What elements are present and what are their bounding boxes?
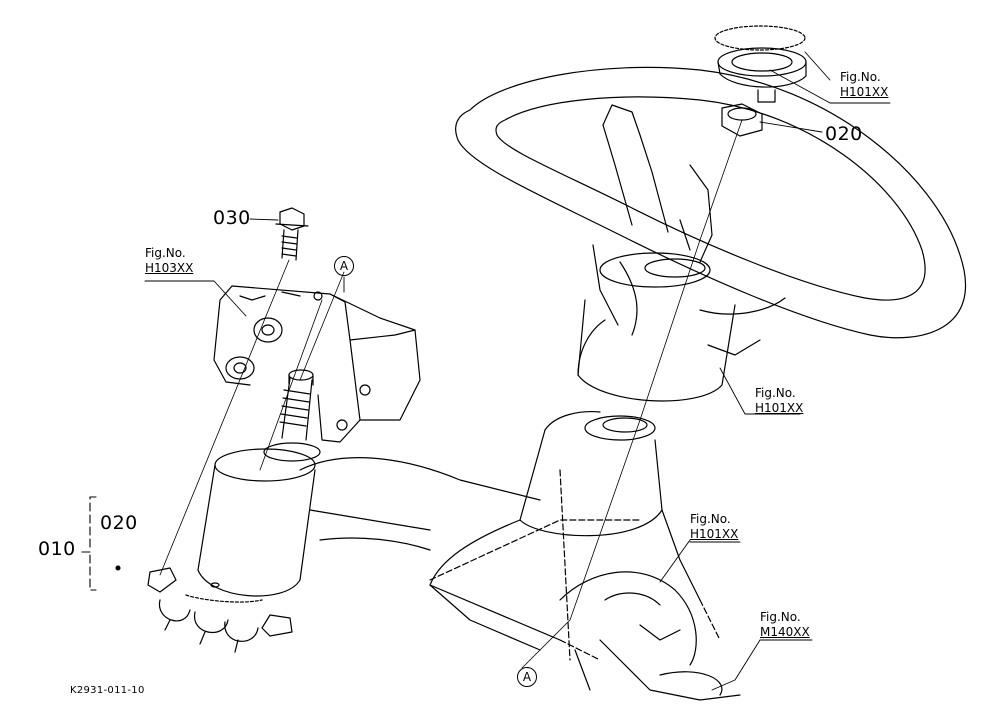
reference-mark-bottom: A (517, 667, 537, 687)
power-steering-unit (147, 369, 321, 653)
wheel-hub (577, 252, 786, 402)
horn-cap (714, 25, 807, 103)
fig-ref-column: Fig.No. H101XX (690, 512, 738, 542)
fig-caption: Fig.No. (755, 386, 796, 400)
fig-number: H101XX (755, 401, 804, 415)
label-part-020-nut: 020 (825, 123, 863, 145)
mounting-bracket (213, 285, 421, 443)
reference-mark-top: A (334, 256, 354, 276)
bolt-030 (275, 207, 309, 261)
fig-number: H101XX (840, 85, 889, 99)
fig-number: H103XX (145, 261, 194, 275)
fig-ref-wheel-hub: Fig.No. H101XX (755, 386, 803, 416)
drawing-id: K2931-011-10 (70, 685, 145, 696)
leader-lines (144, 51, 891, 691)
assembly-lines (159, 259, 345, 576)
steering-column (429, 410, 701, 641)
fig-caption: Fig.No. (760, 610, 801, 624)
center-line (529, 119, 743, 661)
column-base (299, 457, 741, 701)
steering-wheel (455, 66, 967, 339)
fig-ref-steering-cap: Fig.No. H101XX (840, 70, 888, 100)
fig-caption: Fig.No. (690, 512, 731, 526)
label-part-020: 020 (100, 512, 138, 534)
fig-number: H101XX (690, 527, 739, 541)
label-part-030: 030 (213, 207, 251, 229)
fig-number: M140XX (760, 625, 810, 639)
fig-ref-base: Fig.No. M140XX (760, 610, 810, 640)
hidden-lines (429, 469, 721, 661)
fig-caption: Fig.No. (840, 70, 881, 84)
fig-ref-bracket: Fig.No. H103XX (145, 246, 193, 276)
label-part-010: 010 (38, 538, 76, 560)
assembly-bracket-mark (81, 496, 121, 591)
fig-caption: Fig.No. (145, 246, 186, 260)
